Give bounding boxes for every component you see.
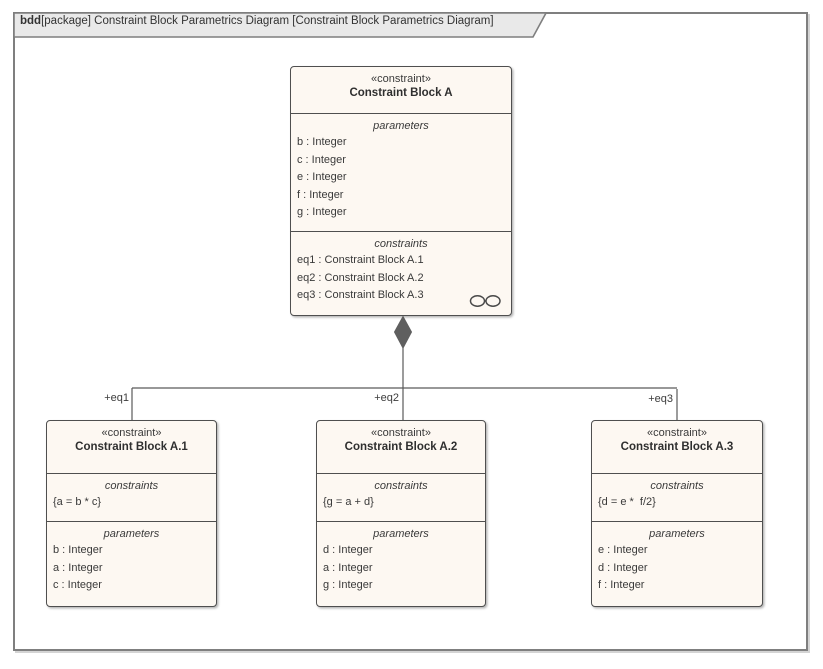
block-a3-parameters-compartment: parameters e : Integer d : Integer f : I… [592, 521, 762, 606]
parameter-row: c : Integer [53, 579, 102, 591]
block-a2-name: Constraint Block A.2 [344, 441, 458, 453]
constraint-block-a[interactable]: «constraint» Constraint Block A paramete… [290, 66, 512, 316]
block-a-name-compartment: «constraint» Constraint Block A [291, 67, 511, 113]
constraints-label: constraints [104, 480, 159, 492]
link-icon [469, 295, 501, 307]
parameters-label: parameters [373, 120, 429, 132]
constraint-block-a2[interactable]: «constraint» Constraint Block A.2 constr… [316, 420, 486, 607]
block-a1-stereotype: «constraint» [101, 427, 162, 439]
block-a2-parameters-compartment: parameters d : Integer a : Integer g : I… [317, 521, 485, 606]
parameters-label: parameters [373, 528, 429, 540]
block-a-parameters-compartment: parameters b : Integer c : Integer e : I… [291, 113, 511, 231]
constraints-label: constraints [374, 238, 428, 250]
block-a-constraints-compartment: constraints eq1 : Constraint Block A.1 e… [291, 231, 511, 315]
connector-label-eq1[interactable]: +eq1 [104, 392, 129, 404]
block-a3-stereotype: «constraint» [647, 427, 707, 439]
parameter-row: c : Integer [297, 153, 346, 166]
constraint-row: {a = b * c} [53, 496, 102, 508]
constraint-row: eq2 : Constraint Block A.2 [297, 271, 424, 284]
block-a3-name: Constraint Block A.3 [620, 441, 734, 453]
block-a3-constraints-compartment: constraints {d = e * f/2} [592, 473, 762, 521]
frame-tab-keyword: bdd [20, 15, 42, 27]
parameter-row: b : Integer [297, 136, 347, 148]
parameter-row: f : Integer [598, 579, 645, 591]
parameter-row: d : Integer [323, 544, 373, 556]
block-a2-name-compartment: «constraint» Constraint Block A.2 [317, 421, 485, 473]
parameters-label: parameters [103, 528, 160, 540]
block-a-name: Constraint Block A [349, 87, 453, 99]
constraints-label: constraints [650, 480, 704, 492]
parameter-row: d : Integer [598, 561, 648, 574]
constraint-row: eq1 : Constraint Block A.1 [297, 254, 424, 266]
constraint-block-a1[interactable]: «constraint» Constraint Block A.1 constr… [46, 420, 217, 607]
parameter-row: f : Integer [297, 188, 344, 201]
block-a1-constraints-compartment: constraints {a = b * c} [47, 473, 216, 521]
constraints-label: constraints [374, 480, 428, 492]
constraint-row: eq3 : Constraint Block A.3 [297, 289, 424, 301]
parameter-row: g : Integer [297, 206, 347, 218]
frame-tab-label: bdd[package] Constraint Block Parametric… [20, 15, 494, 27]
block-a3-name-compartment: «constraint» Constraint Block A.3 [592, 421, 762, 473]
connector-label-eq2[interactable]: +eq2 [374, 392, 399, 404]
parameter-row: a : Integer [53, 561, 103, 574]
parameter-row: e : Integer [297, 171, 347, 183]
block-a2-stereotype: «constraint» [371, 427, 431, 439]
constraint-row: {g = a + d} [323, 496, 374, 508]
parameter-row: b : Integer [53, 544, 103, 556]
frame-tab-title: [package] Constraint Block Parametrics D… [41, 15, 494, 27]
block-a-stereotype: «constraint» [371, 73, 431, 85]
block-a1-name: Constraint Block A.1 [75, 441, 188, 453]
parameter-row: e : Integer [598, 544, 648, 556]
parameters-label: parameters [649, 528, 705, 540]
connector-label-eq3[interactable]: +eq3 [648, 393, 673, 405]
block-a1-parameters-compartment: parameters b : Integer a : Integer c : I… [47, 521, 216, 606]
constraint-row: {d = e * f/2} [598, 496, 656, 508]
parameter-row: g : Integer [323, 579, 373, 591]
block-a1-name-compartment: «constraint» Constraint Block A.1 [47, 421, 216, 473]
parameter-row: a : Integer [323, 561, 373, 574]
block-a2-constraints-compartment: constraints {g = a + d} [317, 473, 485, 521]
constraint-block-a3[interactable]: «constraint» Constraint Block A.3 constr… [591, 420, 763, 607]
